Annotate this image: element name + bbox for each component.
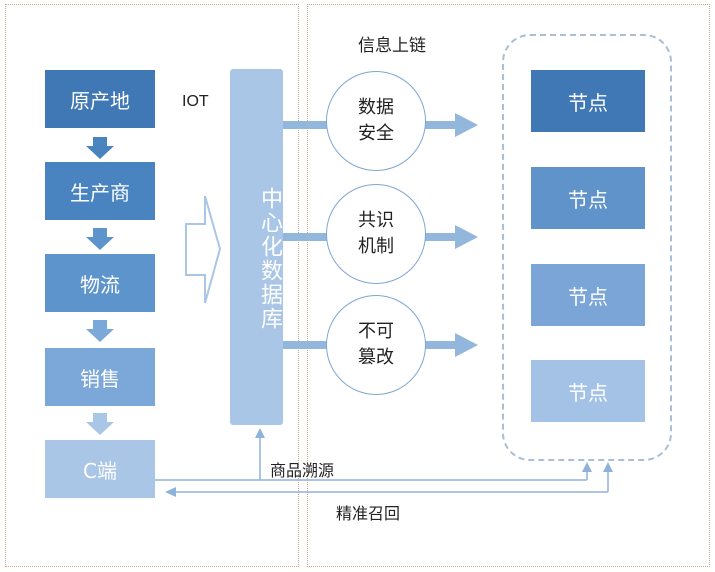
node-group	[502, 34, 672, 461]
node-2: 节点	[531, 167, 645, 229]
property-consensus: 共识机制	[326, 184, 426, 284]
stage-sales: 销售	[45, 348, 155, 406]
property-data-security: 数据安全	[326, 71, 426, 171]
property-line: 不可	[358, 321, 394, 342]
down-arrow-icon	[86, 228, 114, 250]
node-1: 节点	[531, 70, 645, 132]
stage-consumer: C端	[45, 440, 155, 498]
property-tamper-proof: 不可篡改	[326, 295, 426, 395]
property-line: 安全	[358, 123, 394, 144]
down-arrow-icon	[86, 137, 114, 159]
property-line: 机制	[358, 236, 394, 257]
central-database-label: 中心化数据库	[257, 187, 282, 331]
property-line: 共识	[358, 210, 394, 231]
blockchain-frame	[307, 4, 710, 567]
central-database: 中心化数据库	[230, 69, 283, 425]
stage-producer: 生产商	[45, 162, 155, 220]
node-3: 节点	[531, 264, 645, 326]
hollow-right-arrow-icon	[185, 195, 222, 304]
stage-logistics: 物流	[45, 254, 155, 312]
on-chain-title: 信息上链	[358, 36, 426, 56]
down-arrow-icon	[86, 413, 114, 435]
node-4: 节点	[531, 360, 645, 422]
down-arrow-icon	[86, 320, 114, 342]
stage-origin: 原产地	[45, 70, 155, 128]
precise-recall-label: 精准召回	[336, 504, 401, 523]
iot-label: IOT	[182, 93, 209, 110]
supply-chain-frame	[5, 4, 299, 567]
property-line: 数据	[358, 97, 394, 118]
traceability-label: 商品溯源	[270, 461, 335, 480]
property-line: 篡改	[358, 347, 394, 368]
